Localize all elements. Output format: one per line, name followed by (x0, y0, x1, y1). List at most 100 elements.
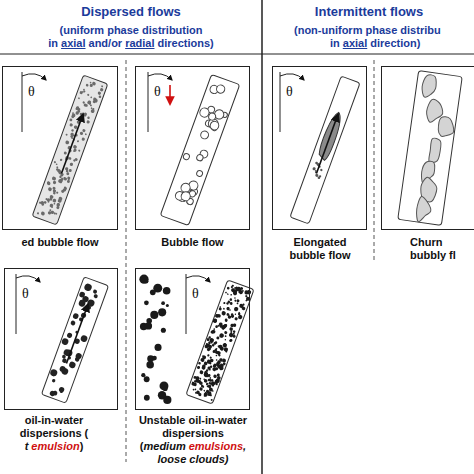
pipe (398, 71, 462, 226)
oil-droplet (246, 291, 248, 293)
pipe-wall (41, 277, 108, 403)
caption-text: ed bubble flow (22, 236, 99, 248)
oil-droplet (158, 308, 166, 316)
fine-bubble (101, 85, 103, 87)
fine-bubble (37, 212, 40, 215)
gas-bubble (215, 84, 226, 95)
flow-arrow (66, 304, 88, 363)
pipe-wall (160, 74, 239, 225)
oil-droplet (239, 303, 244, 308)
theta-label: θ (285, 84, 294, 99)
heading-text: direction) (370, 37, 420, 49)
oil-droplet (199, 370, 204, 375)
oil-droplet (150, 289, 156, 295)
fine-bubble (82, 101, 85, 104)
fine-bubble (100, 88, 104, 92)
oil-droplet (205, 343, 208, 346)
oil-droplet (206, 347, 210, 351)
header-rule (0, 54, 474, 55)
oil-droplet (203, 372, 209, 378)
fine-bubble (90, 109, 95, 114)
fine-bubble (87, 116, 90, 119)
oil-droplet (229, 327, 233, 331)
section-heading: Intermittent flows (264, 4, 474, 18)
gas-bubble (196, 170, 203, 177)
oil-droplet (208, 387, 213, 392)
heading-text: and/or (89, 37, 123, 49)
caption-text: Churn bubbly fl (410, 236, 456, 261)
oil-droplet (70, 320, 76, 326)
oil-droplet (139, 275, 148, 284)
oil-droplet (209, 377, 211, 379)
oil-droplet (209, 382, 212, 385)
fine-bubble (86, 120, 90, 124)
oil-droplet (163, 287, 171, 295)
oil-droplet (206, 385, 208, 387)
oil-droplet (234, 299, 237, 302)
pipe-wall (32, 75, 108, 225)
fine-bubble (85, 84, 88, 87)
oil-droplet (203, 394, 206, 397)
theta-label: θ (191, 286, 200, 301)
fine-bubble (73, 145, 78, 150)
angle-arc (280, 74, 304, 80)
oil-droplet (227, 293, 229, 295)
oil-droplet (209, 379, 211, 381)
oil-droplet (206, 383, 208, 385)
angle-arc (186, 276, 210, 282)
oil-droplet (238, 312, 241, 315)
vertical-reference (280, 72, 281, 132)
pipe-wall (186, 280, 254, 404)
oil-droplet (218, 344, 222, 348)
oil-droplet (78, 299, 86, 307)
heading-text: directions) (158, 37, 214, 49)
oil-droplet (221, 311, 226, 316)
pipe (186, 280, 254, 404)
pipe (32, 75, 108, 225)
oil-droplet (61, 337, 69, 345)
fine-bubble (78, 149, 81, 152)
oil-droplet (216, 351, 221, 356)
fine-bubble (56, 163, 58, 165)
panel-caption: oil-in-water dispersions (temulsion) (2, 414, 106, 453)
oil-droplet (213, 374, 217, 378)
oil-droplet (240, 291, 243, 294)
gas-bubble (209, 120, 220, 131)
fine-bubble (76, 106, 80, 110)
heading-text: in (330, 37, 340, 49)
oil-droplet (150, 311, 158, 319)
oil-droplet (219, 363, 224, 368)
pipe (41, 277, 108, 403)
oil-droplet (194, 388, 196, 390)
oil-droplet (212, 318, 217, 323)
oil-droplet (72, 313, 79, 320)
section-heading: inaxialdirection) (330, 35, 470, 50)
oil-droplet (240, 287, 243, 290)
oil-droplet (75, 352, 83, 360)
oil-droplet (146, 361, 154, 369)
caption-text: emulsion (31, 440, 79, 452)
oil-droplet (230, 294, 232, 296)
panel-caption: Bubble flow (135, 236, 250, 249)
fine-bubble (90, 82, 92, 84)
oil-droplet (201, 384, 205, 388)
oil-droplet (234, 313, 236, 315)
oil-droplet (161, 328, 166, 333)
panel-caption: ed bubble flow (2, 236, 118, 249)
fine-bubble (49, 203, 54, 208)
gas-bubble (208, 112, 217, 121)
small-bubble (317, 176, 320, 179)
oil-droplet (206, 359, 211, 364)
fine-bubble (58, 196, 63, 201)
oil-droplet (199, 387, 203, 391)
caption-text: t (25, 440, 29, 452)
oil-droplet (232, 335, 236, 339)
oil-droplet (161, 301, 165, 305)
fine-bubble (91, 107, 93, 109)
fine-bubble (87, 101, 90, 104)
oil-droplet (213, 342, 217, 346)
section-heading: Dispersed flows (0, 4, 262, 18)
caption-text: ) (80, 440, 84, 452)
oil-droplet (200, 357, 205, 362)
fine-bubble (49, 197, 53, 201)
